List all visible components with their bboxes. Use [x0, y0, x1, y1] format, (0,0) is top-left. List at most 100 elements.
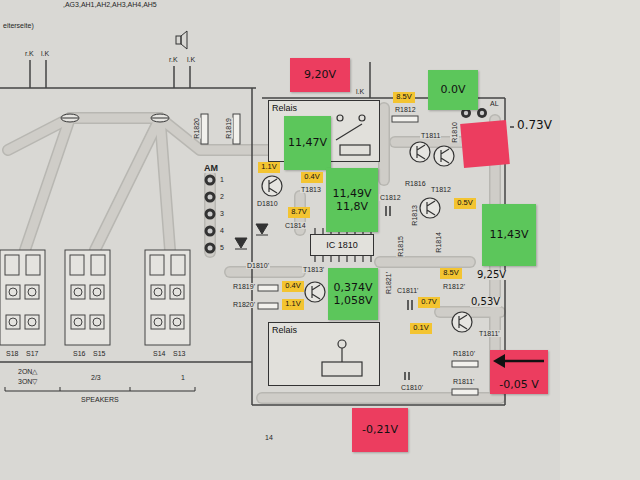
screw-head — [61, 114, 169, 122]
relay-area — [268, 322, 380, 386]
part-label: R1821' — [384, 272, 393, 294]
resistor-symbol — [452, 389, 478, 395]
diode-symbol — [235, 224, 268, 249]
node-text: IC 1810 — [326, 240, 358, 250]
part-label: R1810' — [452, 350, 476, 357]
part-label: C1811' — [396, 287, 419, 294]
part-label: l.K — [40, 50, 50, 57]
node-text: 8.7V — [291, 208, 306, 217]
speaker-terminal-block — [71, 315, 85, 329]
speaker-terminal-block — [173, 288, 181, 296]
speaker-terminal-block — [25, 285, 39, 299]
node-text: 9,20V — [304, 68, 336, 81]
connector-pin — [464, 111, 468, 115]
resistor-symbol — [201, 114, 478, 395]
arrow-mark — [493, 354, 505, 368]
part-label: T1811' — [478, 330, 501, 337]
sticky-note: -0,05 V — [490, 350, 548, 394]
speaker-terminal-block — [170, 315, 184, 329]
part-label: 1 — [219, 176, 225, 183]
part-label: AM — [203, 164, 219, 173]
diode-symbol — [256, 224, 268, 234]
part-label: D1810 — [256, 200, 279, 207]
speaker-terminal-block — [74, 288, 82, 296]
speaker-terminal-block — [70, 255, 84, 275]
sticky-note: 11,49V11,8V — [326, 168, 378, 232]
part-label: AL — [489, 100, 500, 107]
relay-contact — [338, 340, 346, 348]
resistor-symbol — [392, 116, 418, 122]
part-label: S15 — [92, 350, 106, 357]
part-label: 4 — [219, 227, 225, 234]
node-text: 1.1V — [285, 300, 300, 309]
node-text: 11,47V — [288, 136, 327, 149]
connector-pin — [205, 192, 216, 203]
part-label: ,AG3,AH1,AH2,AH3,AH4,AH5 — [62, 1, 158, 8]
node-text: 0.4V — [304, 173, 319, 182]
connector-pin — [480, 111, 484, 115]
screw-head — [61, 114, 79, 122]
voltage-tag: 0.5V — [454, 198, 476, 209]
speaker-terminal-block — [28, 318, 36, 326]
node-text: 0.0V — [440, 83, 465, 96]
copper-trace — [8, 108, 500, 398]
relay-contact — [337, 115, 343, 121]
node-text: 11,43V — [489, 228, 528, 241]
part-label: R1820' — [232, 301, 256, 308]
speaker-terminal-block — [0, 250, 45, 345]
leader-line — [510, 126, 514, 127]
node-text: 8.5V — [396, 93, 411, 102]
speaker-terminal-block — [6, 285, 20, 299]
transistor-symbol — [262, 176, 282, 196]
speaker-terminal-block — [173, 318, 181, 326]
part-label: R1814 — [434, 232, 443, 253]
diode-symbol — [235, 238, 247, 248]
relay-contact — [359, 115, 365, 121]
part-label: 3ON▽ — [17, 378, 38, 385]
speaker-terminal-block — [28, 288, 36, 296]
speaker-terminal-block — [9, 288, 17, 296]
transistor-symbol — [459, 315, 467, 329]
measured-voltage: 0,53V — [470, 297, 501, 307]
relay-box: Relais — [268, 322, 380, 386]
transistor-symbol — [441, 149, 449, 163]
part-label: 3 — [219, 210, 225, 217]
speaker-terminal-block — [9, 318, 17, 326]
transistor-symbol — [427, 201, 435, 215]
speaker-terminal-block — [90, 315, 104, 329]
connector-pin — [208, 229, 213, 234]
speaker-terminal-block — [151, 315, 165, 329]
voltage-tag: 8.5V — [393, 92, 415, 103]
node-text: -0,05 V — [499, 378, 538, 391]
part-label: R1815 — [396, 236, 405, 257]
transistor-symbol — [262, 142, 472, 332]
part-label: 2ON△ — [17, 368, 38, 375]
part-label: T1812 — [430, 186, 452, 193]
sticky-note: 11,47V — [284, 116, 331, 170]
sticky-note: -0,21V — [352, 408, 408, 452]
speaker-terminal-block — [25, 315, 39, 329]
sticky-note — [460, 120, 510, 168]
connector-pin — [208, 178, 213, 183]
part-label: SPEAKERS — [80, 396, 120, 403]
connector-pin — [205, 209, 216, 220]
part-label: S14 — [152, 350, 166, 357]
sticky-note: 11,43V — [482, 204, 536, 266]
part-label: l.K — [355, 88, 365, 95]
speaker-symbol — [181, 31, 187, 49]
part-label: R1816 — [404, 180, 427, 187]
speaker-terminal-block — [6, 315, 20, 329]
measured-voltage: 9,25V — [476, 270, 507, 280]
node-text: 1,058V — [333, 294, 372, 307]
part-label: r.K — [168, 56, 179, 63]
connector-pin — [205, 243, 216, 254]
relay-contact — [336, 124, 362, 140]
voltage-tag: 0.4V — [282, 281, 304, 292]
node-text: 0,374V — [333, 281, 372, 294]
part-label: S16 — [72, 350, 86, 357]
copper-trace — [8, 108, 500, 398]
connector-pin — [208, 212, 213, 217]
part-label: 2/3 — [90, 374, 102, 381]
part-label: R1812 — [394, 106, 417, 113]
speaker-terminal-block — [93, 288, 101, 296]
